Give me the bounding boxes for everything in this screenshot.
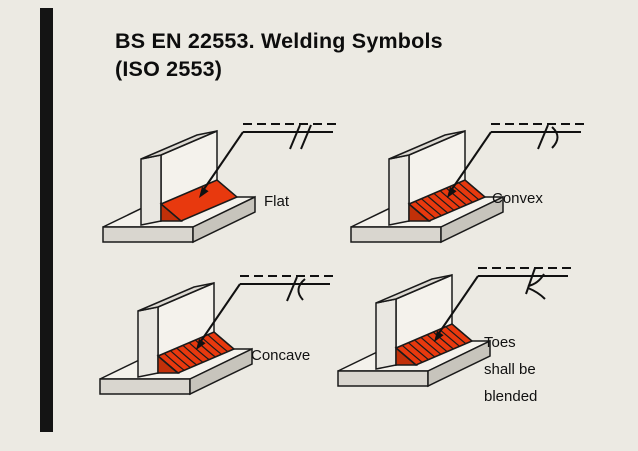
leader-arrow — [196, 284, 240, 350]
label-flat: Flat — [264, 193, 290, 210]
weld-bead-flat — [161, 180, 237, 221]
label-toes-shall-be-blended: Toes shall be blended — [484, 334, 538, 405]
leader-arrow — [199, 132, 243, 198]
weld-bead-concave — [158, 332, 234, 373]
welding-symbol-flat — [243, 124, 341, 149]
label-convex: Convex — [492, 190, 543, 207]
left-accent-bar — [40, 8, 53, 432]
toes-blended-weld-diagram — [330, 258, 580, 398]
flat-weld-diagram — [95, 114, 345, 254]
welding-symbol-toes-blended — [478, 268, 576, 299]
welding-symbol-concave — [240, 276, 338, 301]
weld-bead-toes — [396, 324, 472, 365]
convex-weld-diagram — [343, 114, 593, 254]
concave-weld-diagram — [92, 266, 342, 406]
weld-bead-convex — [409, 180, 485, 221]
leader-arrow — [447, 132, 491, 198]
page-title: BS EN 22553. Welding Symbols (ISO 2553) — [115, 29, 443, 81]
label-concave: Concave — [251, 347, 311, 364]
weld-ribs — [396, 324, 472, 365]
weld-ribs — [158, 332, 234, 373]
t-joint — [103, 131, 255, 242]
welding-symbol-convex — [491, 124, 589, 149]
leader-arrow — [434, 276, 478, 342]
